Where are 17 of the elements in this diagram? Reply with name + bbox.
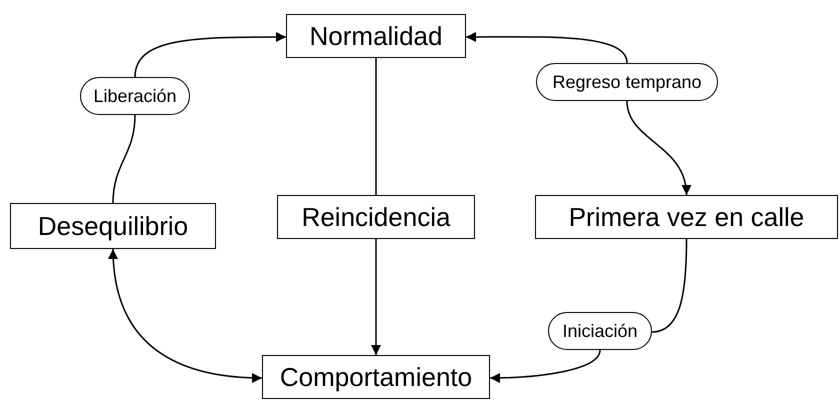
process-box: Desequilibrio <box>10 203 216 249</box>
arrow <box>371 239 381 355</box>
arrow <box>626 100 690 196</box>
arrow <box>466 32 628 64</box>
process-box: Normalidad <box>286 14 466 58</box>
connector-line <box>112 114 136 204</box>
arrow <box>134 32 286 78</box>
arrow <box>490 350 601 383</box>
arrow <box>108 248 262 383</box>
process-box: Reincidencia <box>277 195 475 239</box>
rounded-label: Iniciación <box>548 312 652 350</box>
process-box: Primera vez en calle <box>535 195 838 239</box>
connector-line <box>652 239 688 333</box>
connector-line <box>375 58 377 195</box>
rounded-label: Liberación <box>80 77 190 115</box>
rounded-label: Regreso temprano <box>536 63 718 101</box>
process-box: Comportamiento <box>262 355 490 399</box>
